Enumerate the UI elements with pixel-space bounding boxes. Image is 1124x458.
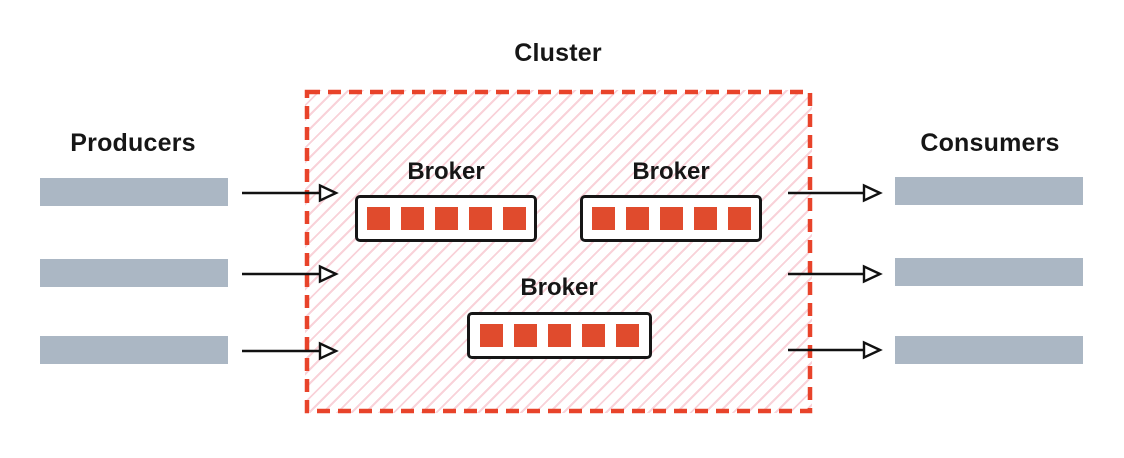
partition-square (582, 324, 605, 347)
broker-3-box (467, 312, 652, 359)
cluster-title: Cluster (514, 39, 602, 67)
broker-1-box (355, 195, 537, 242)
partition-square (693, 207, 717, 230)
producers-label: Producers (70, 129, 196, 157)
broker-2-box (580, 195, 762, 242)
partition-square (468, 207, 492, 230)
broker-1-label: Broker (407, 158, 485, 185)
cluster-hatched-region (305, 90, 812, 413)
partition-square (548, 324, 571, 347)
partition-square (502, 207, 526, 230)
partition-square (625, 207, 649, 230)
consumers-label: Consumers (920, 129, 1060, 157)
consumer-bar-3 (895, 336, 1083, 364)
partition-square (616, 324, 639, 347)
producer-bar-3 (40, 336, 228, 364)
partition-square (480, 324, 503, 347)
partition-square (400, 207, 424, 230)
partition-square (514, 324, 537, 347)
partition-square (659, 207, 683, 230)
producer-bar-2 (40, 259, 228, 287)
producer-bar-1 (40, 178, 228, 206)
broker-2-label: Broker (632, 158, 710, 185)
partition-square (366, 207, 390, 230)
partition-square (434, 207, 458, 230)
partition-square (727, 207, 751, 230)
partition-square (591, 207, 615, 230)
consumer-bar-1 (895, 177, 1083, 205)
consumer-bar-2 (895, 258, 1083, 286)
broker-3-label: Broker (520, 274, 598, 301)
